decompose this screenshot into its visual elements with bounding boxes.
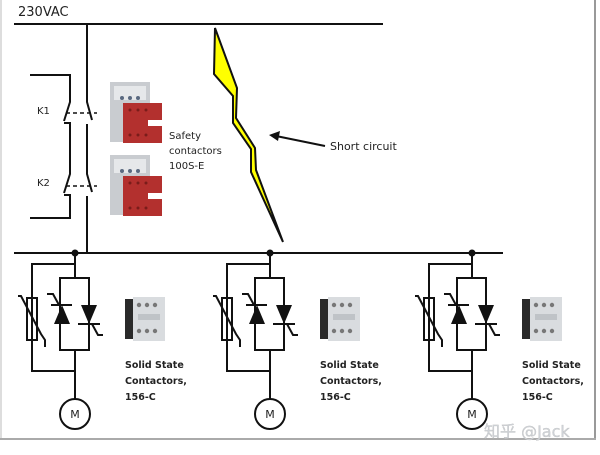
- thyristor-icon: [249, 305, 265, 324]
- supply-label: 230VAC: [18, 5, 69, 20]
- varistor-icon: [221, 297, 233, 341]
- arrow-icon: [269, 131, 326, 147]
- ssc-label-line3: 156-C: [522, 392, 553, 403]
- motor-icon: [59, 398, 91, 430]
- safety-contactors-line2: contactors: [169, 146, 222, 157]
- ssc-label-line2: Contactors,: [522, 376, 584, 387]
- varistor-bypass-wire: [31, 263, 75, 372]
- thyristor-icon: [276, 305, 292, 324]
- safety-switch-chain: [30, 24, 97, 253]
- thyristor-icon: [81, 305, 97, 324]
- short-circuit-label: Short circuit: [330, 140, 397, 153]
- ssc-label-line3: 156-C: [320, 392, 351, 403]
- motor-icon: [254, 398, 286, 430]
- safety-contactors-line3: 100S-E: [169, 161, 204, 172]
- safety-contactor-image-2: [110, 155, 162, 216]
- motor-branch: M: [415, 249, 500, 430]
- motor-branch: M: [18, 249, 103, 430]
- ssc-label-line2: Contactors,: [125, 376, 187, 387]
- solid-state-contactor-image: [125, 297, 165, 341]
- solid-state-contactor-image: [522, 297, 562, 341]
- varistor-icon: [26, 297, 38, 341]
- solid-state-contactor-image: [320, 297, 360, 341]
- motor-icon: [456, 398, 488, 430]
- ssc-label-line1: Solid State: [125, 360, 184, 371]
- ssc-label-line1: Solid State: [320, 360, 379, 371]
- switch-label-k1: K1: [37, 106, 50, 117]
- motor-label: M: [467, 408, 477, 421]
- watermark: 知乎 @Jack: [484, 422, 570, 441]
- motor-label: M: [265, 408, 275, 421]
- varistor-bypass-wire: [428, 263, 472, 372]
- safety-contactors-line1: Safety: [169, 131, 201, 142]
- thyristor-icon: [54, 305, 70, 324]
- switch-label-k2: K2: [37, 178, 50, 189]
- thyristor-icon: [478, 305, 494, 324]
- varistor-bypass-wire: [226, 263, 270, 372]
- ssc-label-line1: Solid State: [522, 360, 581, 371]
- motor-branch: M: [213, 249, 298, 430]
- varistor-icon: [423, 297, 435, 341]
- safety-contactor-image-1: [110, 82, 162, 143]
- thyristor-icon: [451, 305, 467, 324]
- ssc-label-line2: Contactors,: [320, 376, 382, 387]
- motor-label: M: [70, 408, 80, 421]
- ssc-label-line3: 156-C: [125, 392, 156, 403]
- lightning-bolt-icon: [212, 27, 284, 243]
